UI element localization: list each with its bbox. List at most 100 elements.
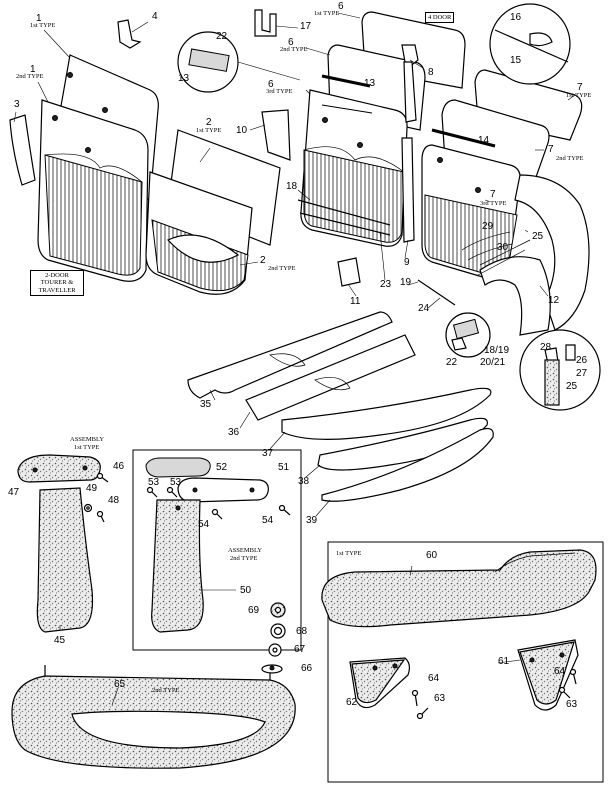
rear-panel-2-2nd-type xyxy=(145,171,253,295)
fixing-67 xyxy=(268,643,282,657)
strap-45 xyxy=(36,487,94,633)
type-label-1-1st: 1st TYPE xyxy=(30,22,56,29)
callout-3: 3 xyxy=(14,99,20,110)
callout-22: 22 xyxy=(446,357,458,368)
callout-54a: 54 xyxy=(198,519,210,530)
callout-62: 62 xyxy=(346,697,358,708)
callout-47: 47 xyxy=(8,487,20,498)
assembly-2-line1: ASSEMBLY xyxy=(228,547,263,554)
callout-39: 39 xyxy=(306,515,318,526)
assembly-1-line1: ASSEMBLY xyxy=(70,436,105,443)
armrest-60 xyxy=(321,549,597,628)
callout-16: 16 xyxy=(510,12,522,23)
inset-25-28 xyxy=(519,329,601,411)
escutcheon-52 xyxy=(145,457,211,478)
rod-23 xyxy=(299,212,391,236)
screw-54a xyxy=(211,508,223,520)
bracket-51 xyxy=(177,477,269,503)
screw-64b xyxy=(569,668,577,685)
door-panel-2nd-type xyxy=(37,99,149,282)
door-panel-6-3rd-type xyxy=(300,89,408,247)
type-label-7-2nd: 2nd TYPE xyxy=(556,155,584,162)
callout-30: 30 xyxy=(497,242,509,253)
washer-49 xyxy=(83,503,93,513)
callout-29: 29 xyxy=(482,221,494,232)
callout-49: 49 xyxy=(86,483,98,494)
callout-67: 67 xyxy=(294,644,306,655)
callout-51: 51 xyxy=(278,462,290,473)
callout-48: 48 xyxy=(108,495,120,506)
two-door-label: 2-DOOR TOURER & TRAVELLER xyxy=(30,270,84,297)
type-label-7-3rd: 3rd TYPE xyxy=(480,200,507,207)
clip-4 xyxy=(117,19,142,49)
screw-48 xyxy=(96,510,105,523)
strip-39 xyxy=(321,427,494,502)
callout-1-1st: 1 xyxy=(36,13,42,24)
type-label-6-2nd: 2nd TYPE xyxy=(280,46,308,53)
callout-17: 17 xyxy=(300,21,312,32)
bracket-62 xyxy=(349,657,411,709)
callout-69: 69 xyxy=(248,605,260,616)
callout-50: 50 xyxy=(240,585,252,596)
callout-65: 65 xyxy=(114,679,126,690)
fixing-68 xyxy=(270,623,286,639)
callout-54b: 54 xyxy=(262,515,274,526)
screw-64a xyxy=(411,689,419,707)
bracket-61 xyxy=(517,639,579,711)
callout-18: 18 xyxy=(286,181,298,192)
four-door-label: 4 DOOR xyxy=(425,12,455,24)
rod-24 xyxy=(417,279,456,306)
callout-9: 9 xyxy=(404,257,410,268)
inset-15-16 xyxy=(489,3,571,85)
callout-20-21: 20/21 xyxy=(480,357,506,368)
callout-6-2nd: 6 xyxy=(288,37,294,48)
post-9 xyxy=(401,137,415,243)
clip-17 xyxy=(254,9,277,37)
type-label-6-1st: 1st TYPE xyxy=(314,10,340,17)
fixing-69 xyxy=(270,602,286,618)
callout-7-1st: 7 xyxy=(577,82,583,93)
callout-53a: 53 xyxy=(148,477,160,488)
callout-38: 38 xyxy=(298,476,310,487)
callout-7-3rd: 7 xyxy=(490,189,496,200)
callout-66: 66 xyxy=(301,663,313,674)
screw-63a xyxy=(416,707,429,720)
assembly-1-line2: 1st TYPE xyxy=(74,444,100,451)
two-door-label-line2: TOURER & xyxy=(40,279,74,287)
callout-6-3rd: 6 xyxy=(268,79,274,90)
wheel-arch-12 xyxy=(477,174,590,336)
callout-2-2nd: 2 xyxy=(260,255,266,266)
leader-lines xyxy=(13,12,576,706)
type-label-2-1st: 1st TYPE xyxy=(196,127,222,134)
callout-25-top: 25 xyxy=(532,231,544,242)
callout-36: 36 xyxy=(228,427,240,438)
callout-46: 46 xyxy=(113,461,125,472)
two-door-label-line1: 2-DOOR xyxy=(45,272,69,279)
callout-1-2nd: 1 xyxy=(30,64,36,75)
panel-36 xyxy=(245,334,416,421)
rod-18 xyxy=(297,199,391,226)
callout-8: 8 xyxy=(428,67,434,78)
callout-27: 27 xyxy=(576,368,588,379)
callout-18-19: 18/19 xyxy=(484,345,510,356)
strap-50 xyxy=(151,499,204,633)
callout-15: 15 xyxy=(510,55,522,66)
callout-19: 19 xyxy=(400,277,412,288)
grab-handle-47 xyxy=(17,454,101,483)
callout-25: 25 xyxy=(566,381,578,392)
panel-35 xyxy=(187,311,393,399)
screw-53a xyxy=(146,486,158,498)
callout-45: 45 xyxy=(54,635,66,646)
type-label-7-1st: 1st TYPE xyxy=(566,92,592,99)
panel-7-3rd-type xyxy=(421,144,521,280)
callout-10: 10 xyxy=(236,125,248,136)
inset-18-22 xyxy=(445,312,491,358)
assembly-2-line2: 2nd TYPE xyxy=(230,555,258,562)
strip-13 xyxy=(321,74,371,88)
callout-61: 61 xyxy=(498,656,510,667)
callout-26: 26 xyxy=(576,355,588,366)
callout-35: 35 xyxy=(200,399,212,410)
strip-14 xyxy=(431,128,496,148)
callout-63b: 63 xyxy=(566,699,578,710)
